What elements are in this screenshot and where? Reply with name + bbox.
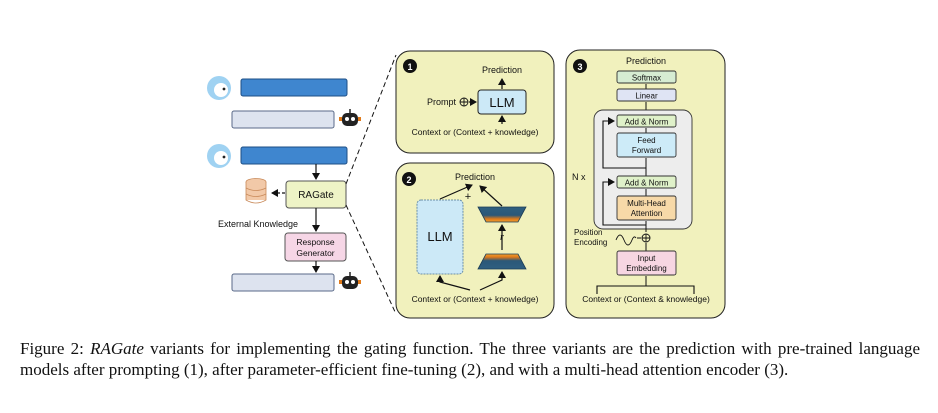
panel-2-llm-box bbox=[416, 199, 464, 275]
robot-avatar-icon bbox=[339, 109, 361, 126]
user-message-bar bbox=[240, 146, 348, 165]
panel-1-number-badge bbox=[403, 59, 417, 73]
add-norm-bottom-label: Add & Norm bbox=[625, 179, 669, 188]
position-label-2: Encoding bbox=[574, 238, 607, 247]
position-label-1: Position bbox=[574, 228, 602, 237]
feed-label-2: Forward bbox=[632, 146, 661, 155]
add-norm-top-box bbox=[616, 114, 677, 128]
softmax-label: Softmax bbox=[632, 74, 661, 83]
adapter-down-icon bbox=[477, 206, 527, 223]
panel-1-prompt: Prompt bbox=[427, 97, 457, 107]
plus-circle-icon bbox=[641, 233, 651, 243]
response-generator-label-2: Generator bbox=[296, 248, 334, 258]
response-generator-label-1: Response bbox=[296, 237, 335, 247]
multi-head-attention-box bbox=[616, 195, 677, 221]
caption-name: RAGate bbox=[90, 339, 144, 358]
add-norm-top-label: Add & Norm bbox=[625, 118, 669, 127]
panel-1-prediction: Prediction bbox=[482, 65, 522, 75]
panel-3-number: 3 bbox=[577, 62, 582, 72]
database-icon bbox=[245, 178, 267, 204]
user-message-bar bbox=[240, 78, 348, 97]
robot-avatar-icon bbox=[339, 272, 361, 289]
plus-circle-icon bbox=[459, 97, 469, 107]
mha-label-1: Multi-Head bbox=[627, 199, 666, 208]
panel-2-number-badge bbox=[402, 172, 416, 186]
panel-3-number-badge bbox=[573, 59, 587, 73]
mha-label-2: Attention bbox=[631, 209, 663, 218]
ragate-label: RAGate bbox=[298, 190, 334, 201]
panel-1-llm-box bbox=[477, 89, 527, 115]
panel-2-plus: + bbox=[465, 191, 471, 203]
panel-2-prediction: Prediction bbox=[455, 172, 495, 182]
panel-1-llm: LLM bbox=[489, 95, 514, 110]
figure-caption: Figure 2: RAGate variants for implementi… bbox=[20, 338, 920, 380]
input-embedding-box bbox=[616, 250, 677, 276]
panel-2-llm: LLM bbox=[427, 229, 452, 244]
linear-box bbox=[616, 88, 677, 102]
external-knowledge-label: External Knowledge bbox=[218, 219, 298, 229]
feed-forward-box bbox=[616, 132, 677, 158]
linear-label: Linear bbox=[635, 92, 658, 101]
add-norm-bottom-box bbox=[616, 175, 677, 189]
caption-text: variants for implementing the gating fun… bbox=[20, 339, 921, 379]
panel-3-prediction: Prediction bbox=[626, 56, 666, 66]
panel-2-context: Context or (Context + knowledge) bbox=[412, 294, 539, 304]
bot-message-bar bbox=[231, 110, 335, 129]
emb-label-1: Input bbox=[638, 254, 657, 263]
softmax-box bbox=[616, 70, 677, 84]
user-avatar-icon bbox=[207, 144, 231, 168]
figure-label: Figure 2: bbox=[20, 339, 84, 358]
emb-label-2: Embedding bbox=[626, 264, 666, 273]
feed-label-1: Feed bbox=[637, 136, 655, 145]
adapter-up-icon bbox=[477, 253, 527, 270]
panel-3-context: Context or (Context & knowledge) bbox=[582, 294, 710, 304]
panel-1-number: 1 bbox=[407, 62, 412, 72]
panel-1-context: Context or (Context + knowledge) bbox=[412, 127, 539, 137]
ragate-figure: RAGate External Knowledge Response Gener… bbox=[207, 49, 726, 319]
nx-label: N x bbox=[572, 172, 586, 182]
user-avatar-icon bbox=[207, 76, 231, 100]
bot-message-bar bbox=[231, 273, 335, 292]
sine-wave-icon bbox=[615, 234, 637, 246]
panel-2-number: 2 bbox=[406, 175, 411, 185]
